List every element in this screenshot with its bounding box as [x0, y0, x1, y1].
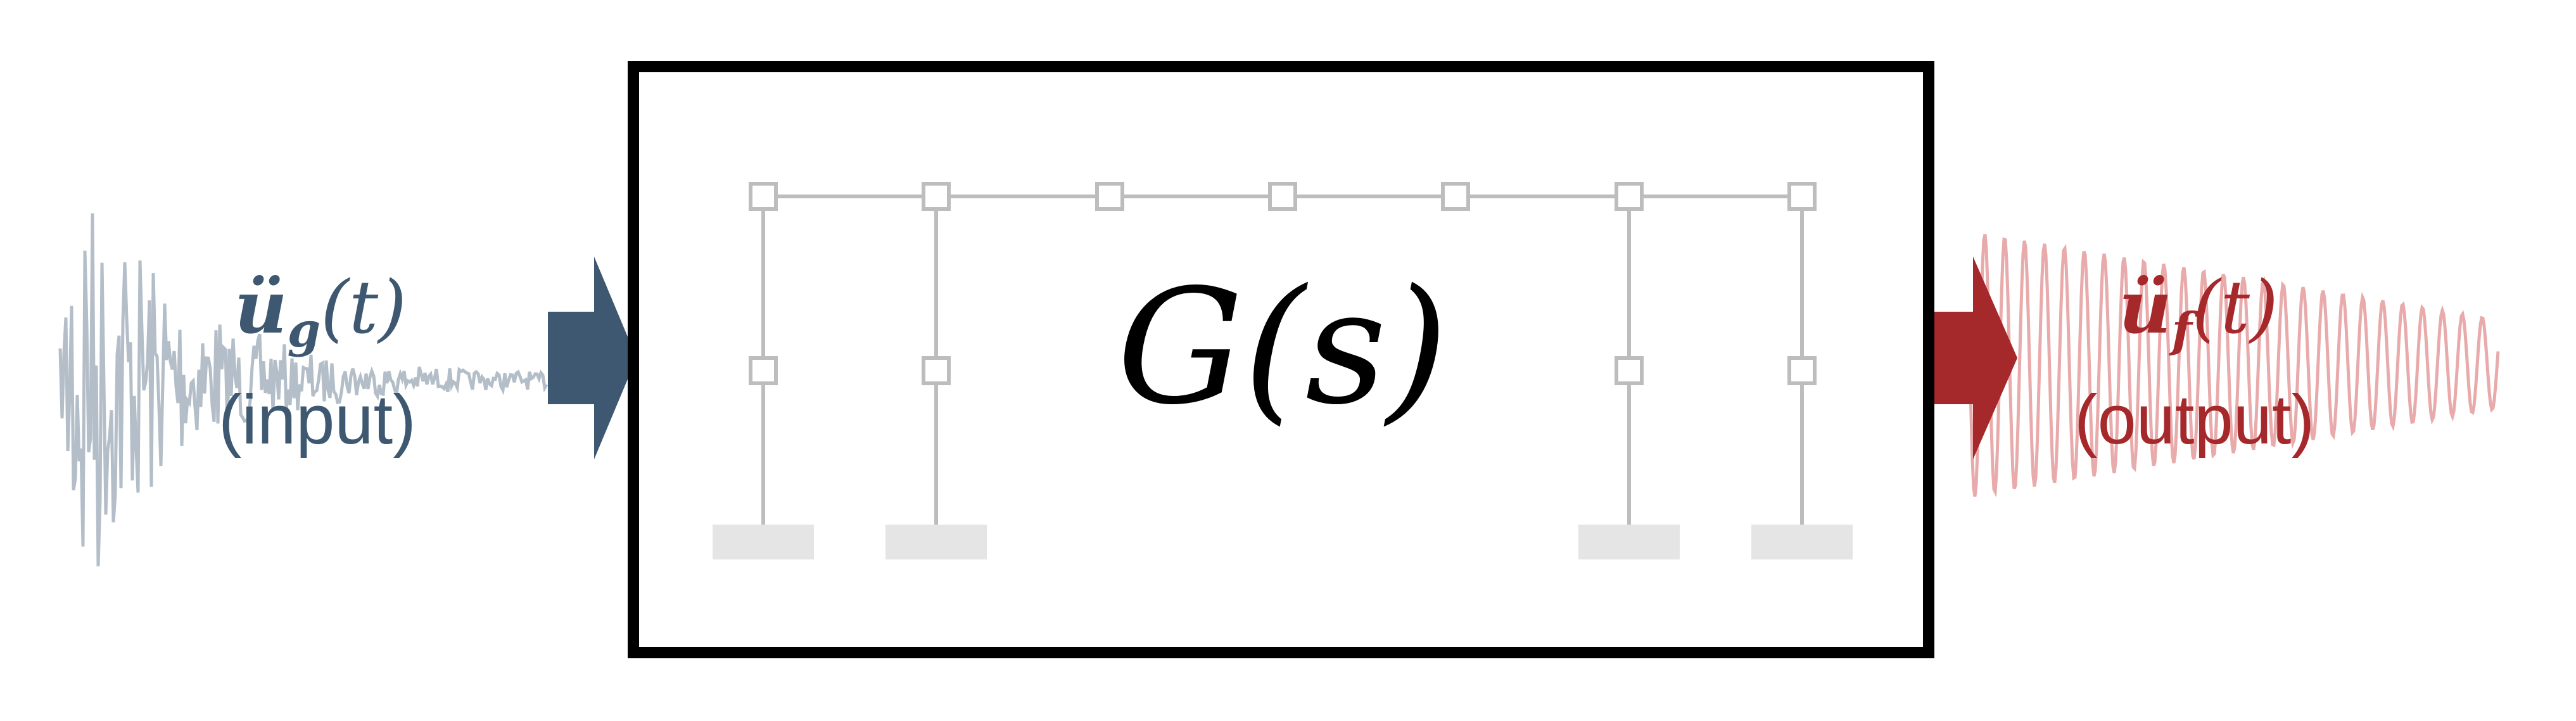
frame-node — [922, 182, 951, 211]
frame-node — [1095, 182, 1124, 211]
frame-node — [1615, 182, 1644, 211]
transfer-function-label: G(s) — [1117, 255, 1448, 440]
frame-node — [1268, 182, 1297, 211]
input-arrow — [548, 257, 637, 459]
frame-node — [1787, 356, 1817, 385]
system-block — [628, 61, 1934, 658]
frame-node — [749, 182, 778, 211]
frame-node — [922, 356, 951, 385]
frame-node — [1787, 182, 1817, 211]
frame-structure — [713, 182, 1853, 559]
frame-support — [1578, 525, 1680, 559]
output-argument: (t) — [2192, 265, 2278, 350]
output-symbol: ü — [2119, 265, 2172, 350]
input-variable-label: üg(t) — [234, 265, 407, 358]
input-ground-motion-signal — [58, 213, 549, 566]
frame-node — [1441, 182, 1470, 211]
output-response-signal — [1968, 234, 2500, 498]
frame-support — [885, 525, 987, 559]
frame-support — [1751, 525, 1853, 559]
output-variable-label: üf(t) — [2119, 265, 2278, 358]
frame-node — [749, 356, 778, 385]
input-subscript: g — [288, 302, 320, 358]
input-caption: (input) — [219, 381, 416, 459]
output-caption: (output) — [2074, 381, 2314, 459]
frame-node — [1615, 356, 1644, 385]
frame-support — [713, 525, 814, 559]
input-argument: (t) — [320, 265, 407, 350]
input-symbol: ü — [234, 265, 288, 350]
output-arrow — [1932, 257, 2017, 459]
